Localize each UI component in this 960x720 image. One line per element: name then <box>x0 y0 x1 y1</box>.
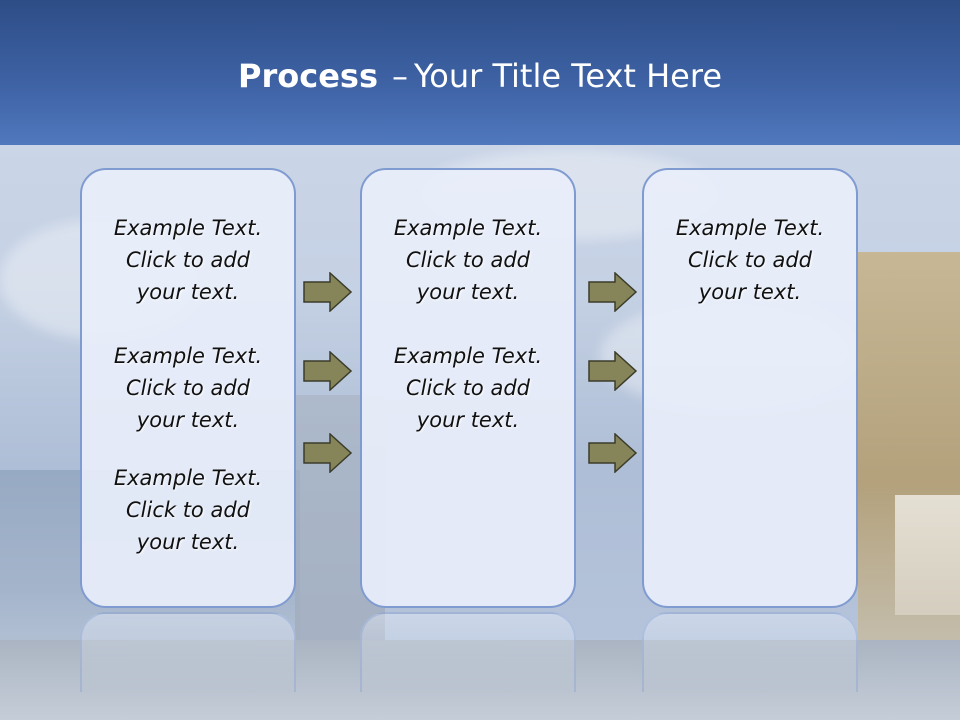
arrow-right-icon[interactable] <box>303 433 353 473</box>
text-block[interactable]: Example Text. Click to add your text. <box>82 462 294 558</box>
box-reflection <box>642 612 858 692</box>
text-line: your text. <box>698 280 802 304</box>
text-line: your text. <box>416 408 520 432</box>
text-line: Example Text. <box>113 466 263 490</box>
text-block[interactable]: Example Text. Click to add your text. <box>362 340 574 436</box>
arrow-right-icon[interactable] <box>303 351 353 391</box>
arrow-right-icon[interactable] <box>588 433 638 473</box>
text-line: Example Text. <box>113 216 263 240</box>
text-block[interactable]: Example Text. Click to add your text. <box>362 212 574 308</box>
text-block[interactable]: Example Text. Click to add your text. <box>82 212 294 308</box>
text-line: Click to add <box>405 248 530 272</box>
text-line: your text. <box>136 530 240 554</box>
text-line: your text. <box>416 280 520 304</box>
box-reflection <box>360 612 576 692</box>
box-reflection <box>80 612 296 692</box>
arrow-right-icon[interactable] <box>588 272 638 312</box>
text-line: Click to add <box>125 376 250 400</box>
road <box>0 640 960 720</box>
process-box-2[interactable]: Example Text. Click to add your text. Ex… <box>360 168 576 608</box>
text-line: Example Text. <box>113 344 263 368</box>
process-box-1[interactable]: Example Text. Click to add your text. Ex… <box>80 168 296 608</box>
text-line: your text. <box>136 408 240 432</box>
text-line: Example Text. <box>393 344 543 368</box>
title-bar: Process–Your Title Text Here <box>0 0 960 145</box>
text-line: Click to add <box>687 248 812 272</box>
process-box-3[interactable]: Example Text. Click to add your text. <box>642 168 858 608</box>
text-line: Example Text. <box>675 216 825 240</box>
text-line: Example Text. <box>393 216 543 240</box>
arrow-right-icon[interactable] <box>588 351 638 391</box>
text-line: Click to add <box>125 248 250 272</box>
text-line: your text. <box>136 280 240 304</box>
text-line: Click to add <box>125 498 250 522</box>
text-block[interactable]: Example Text. Click to add your text. <box>82 340 294 436</box>
text-block[interactable]: Example Text. Click to add your text. <box>644 212 856 308</box>
title-text: Your Title Text Here <box>413 57 722 95</box>
slide-title[interactable]: Process–Your Title Text Here <box>0 54 960 98</box>
title-bold: Process <box>238 57 378 95</box>
truck-cab-image <box>895 495 960 615</box>
text-line: Click to add <box>405 376 530 400</box>
title-dash: – <box>391 57 408 95</box>
arrow-right-icon[interactable] <box>303 272 353 312</box>
